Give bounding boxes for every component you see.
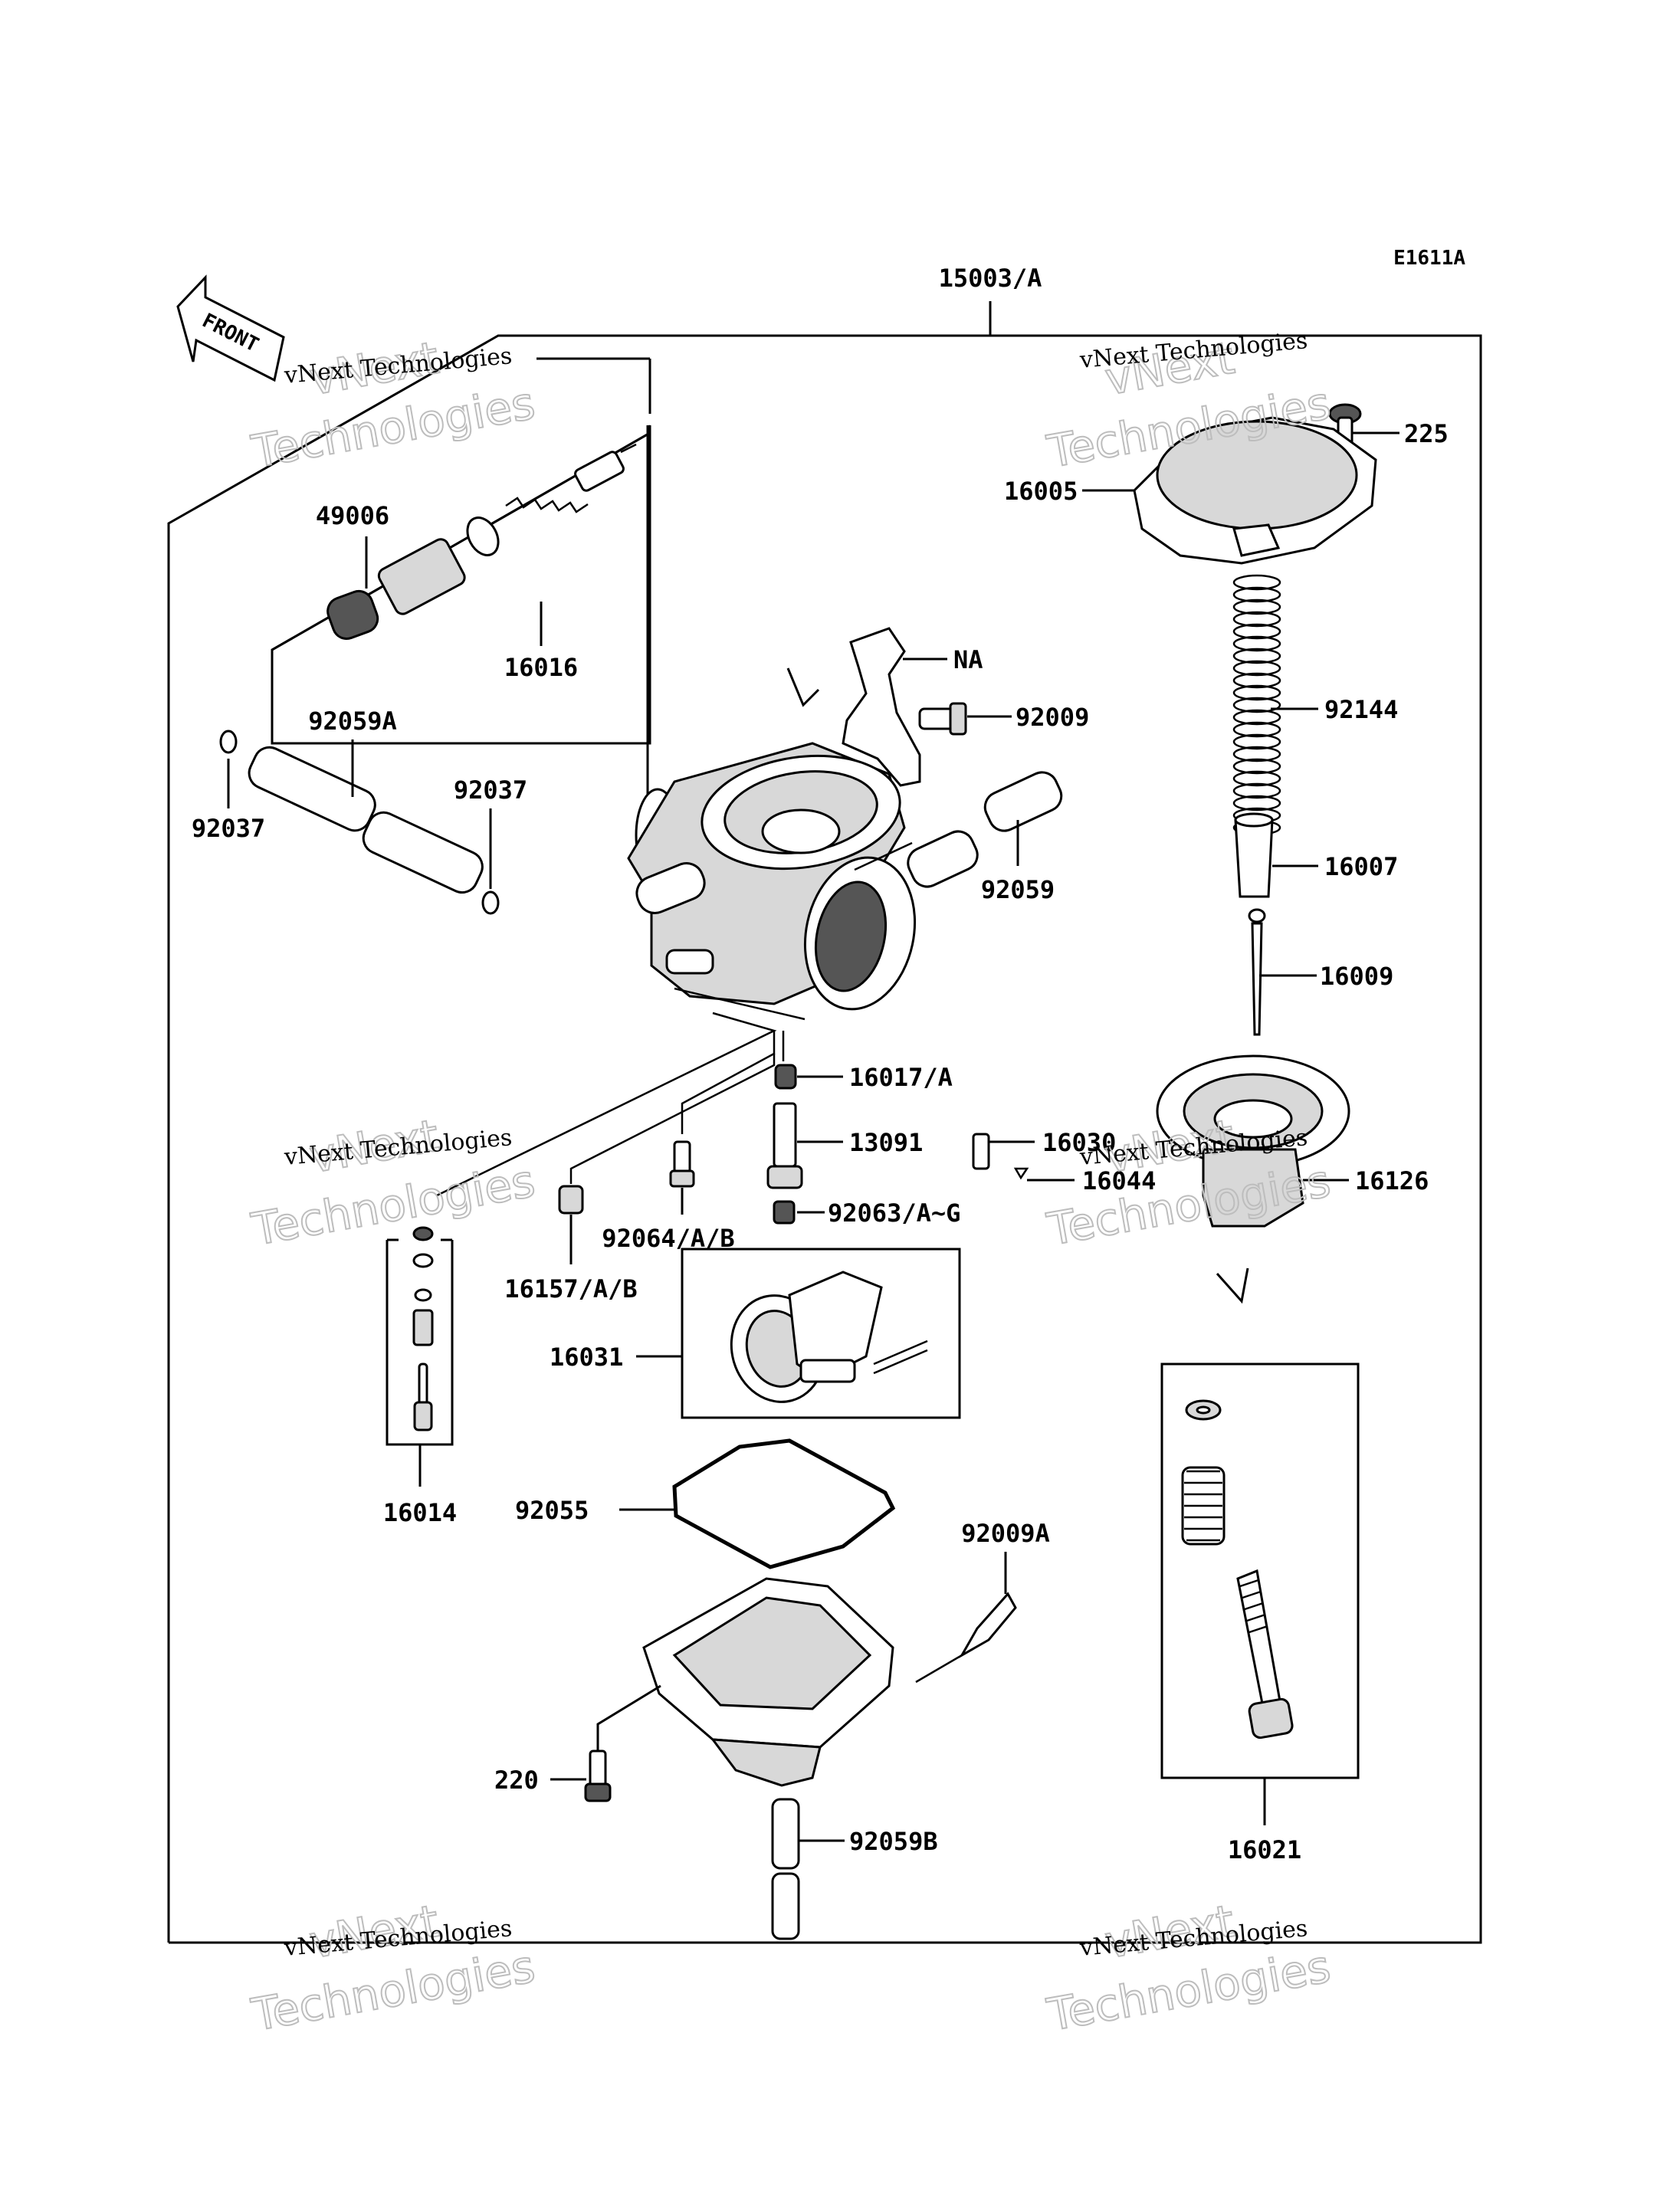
label-16007: 16007 [1324, 852, 1398, 881]
spring-coil [1232, 598, 1281, 615]
spring-coil [1232, 660, 1281, 677]
label-225: 225 [1404, 419, 1449, 448]
label-92037-left: 92037 [192, 814, 265, 843]
spring-coil [1232, 795, 1281, 812]
diagram-code: E1611A [1393, 247, 1465, 270]
float-bowl [642, 1577, 894, 1787]
diaphragm-16126 [1156, 1054, 1350, 1228]
idle-screw-16021 [1181, 1399, 1294, 1740]
retainer-16007 [1234, 812, 1274, 898]
needle-jet-13091 [766, 1102, 803, 1189]
label-92037-right: 92037 [454, 776, 527, 805]
spring-coil [1232, 672, 1281, 689]
label-16016: 16016 [504, 653, 578, 682]
starter-valve-16031 [730, 1271, 928, 1403]
spring-coil [1232, 721, 1281, 738]
carburetor-body [627, 742, 917, 1021]
gasket-92055 [672, 1438, 896, 1569]
label-16157: 16157/A/B [504, 1274, 637, 1303]
spring-coil [1232, 574, 1281, 591]
main-jet-92063 [773, 1200, 796, 1225]
screw-92009 [918, 702, 967, 736]
label-92055: 92055 [515, 1496, 589, 1525]
front-arrow-icon: FRONT [176, 274, 285, 382]
box-16021 [1160, 1362, 1360, 1779]
label-na: NA [953, 645, 983, 674]
label-49006: 49006 [316, 501, 389, 530]
spring-coil [1232, 586, 1281, 603]
label-92059a: 92059A [308, 707, 397, 736]
starter-plunger-16014 [412, 1226, 434, 1431]
label-92009a: 92009A [961, 1519, 1050, 1548]
label-92144: 92144 [1324, 695, 1398, 724]
label-92059: 92059 [981, 875, 1055, 904]
label-16009: 16009 [1320, 962, 1393, 991]
spring-coil [1232, 709, 1281, 726]
tube-92059b [771, 1798, 800, 1940]
clip-16044-icon [1013, 1167, 1029, 1180]
choke-lever [842, 627, 921, 787]
spring-coil [1232, 758, 1281, 775]
spring-coil [1232, 697, 1281, 713]
pilot-screw-kit [326, 443, 637, 641]
label-16014: 16014 [383, 1498, 457, 1527]
spring-coil [1232, 635, 1281, 652]
label-16005: 16005 [1004, 477, 1078, 506]
spring-coil [1232, 733, 1281, 750]
box-16031 [681, 1248, 961, 1419]
spring-coil [1232, 770, 1281, 787]
label-92059b: 92059B [849, 1827, 938, 1856]
label-16021: 16021 [1228, 1835, 1301, 1864]
tube-92059 [854, 771, 1063, 888]
top-cover-16005 [1133, 416, 1377, 565]
spring-coil [1232, 782, 1281, 799]
label-92063: 92063/A~G [828, 1199, 960, 1228]
tube-92059a [219, 730, 500, 915]
pilot-jet-92064 [669, 1140, 695, 1188]
label-92009: 92009 [1016, 703, 1089, 732]
needle-16009 [1248, 908, 1266, 1036]
label-16044: 16044 [1082, 1166, 1156, 1195]
spring-coil [1232, 648, 1281, 664]
label-220: 220 [494, 1766, 539, 1795]
label-16017: 16017/A [849, 1063, 953, 1092]
svg-text:Technologies: Technologies [248, 377, 539, 478]
screw-220 [584, 1749, 612, 1802]
label-15003: 15003/A [939, 264, 1042, 293]
spring-coil [1232, 611, 1281, 628]
spring-coil [1232, 684, 1281, 701]
spring-coil [1232, 623, 1281, 640]
spring-coil [1232, 746, 1281, 762]
label-16031: 16031 [550, 1343, 623, 1372]
float-valve-16030 [972, 1133, 990, 1170]
label-16030: 16030 [1042, 1128, 1116, 1157]
label-13091: 13091 [849, 1128, 923, 1157]
jet-16157 [558, 1185, 584, 1215]
jet-16017 [774, 1064, 797, 1090]
spring-92144 [1232, 574, 1281, 836]
screw-92009a [958, 1592, 1017, 1659]
label-16126: 16126 [1355, 1166, 1429, 1195]
